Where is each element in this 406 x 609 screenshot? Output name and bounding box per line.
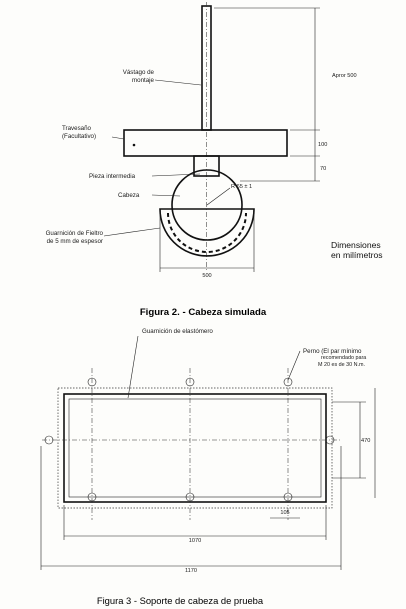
crossbar	[123, 129, 288, 157]
crossbar-dot	[132, 143, 136, 147]
felt-lining	[159, 208, 255, 257]
bolt-top-middle	[185, 377, 195, 387]
figure-3-soporte-cabeza: Guarnición de elastómero Perno (El par m…	[40, 328, 376, 606]
intermediate-piece	[193, 155, 220, 177]
dim-500: 500	[202, 273, 211, 279]
figure-2-caption: Figura 2. - Cabeza simulada	[140, 307, 267, 318]
bolt-bottom-right	[283, 492, 293, 502]
figure-3-caption: Figura 3 - Soporte de cabeza de prueba	[97, 595, 264, 606]
label-pieza-intermedia: Pieza intermedia	[89, 173, 136, 180]
bolt-bottom-left	[87, 492, 97, 502]
label-perno-3: M 20 es de 30 N.m.	[318, 362, 365, 368]
label-perno-1: Perno (El par mínimo	[303, 348, 362, 355]
bolt-top-right	[283, 377, 293, 387]
label-vastago-2: montaje	[132, 77, 155, 84]
felt-lining-inner	[167, 212, 247, 253]
bolt-bottom-middle	[185, 492, 195, 502]
note-dimensiones-1: Dimensiones	[331, 240, 381, 250]
leader-guarnicion	[103, 227, 161, 237]
label-cabeza: Cabeza	[118, 192, 140, 199]
bolt-top-left	[87, 377, 97, 387]
label-travesano-1: Travesaño	[62, 125, 92, 132]
dim-70: 70	[320, 166, 326, 172]
elastomer-outline	[68, 398, 322, 498]
label-guarnicion-1: Guarnición de Fieltro	[46, 230, 104, 237]
dim-apror-500: Apror 500	[332, 73, 357, 79]
support-plate	[63, 393, 327, 503]
label-perno-2: recomendado para	[321, 355, 366, 361]
bolt-middle-right	[325, 435, 335, 445]
leader-travesano	[111, 136, 125, 140]
plate-outline	[57, 387, 333, 509]
dim-1070: 1070	[189, 538, 201, 544]
head-circle	[171, 169, 243, 241]
leader-cabeza	[151, 194, 181, 197]
note-dimensiones-2: en milímetros	[331, 250, 383, 260]
leader-perno	[287, 350, 301, 381]
label-guarnicion-2: de 5 mm de espesor	[47, 238, 103, 245]
dim-100: 100	[318, 142, 327, 148]
bolt-middle-left	[44, 435, 54, 445]
label-vastago-1: Vástago de	[123, 69, 155, 76]
figure-2-cabeza-simulada: Vástago de montaje Travesaño (Facultativ…	[46, 2, 383, 318]
label-guarnicion-elastomero: Guarnición de elastómero	[142, 328, 213, 335]
leader-vastago	[154, 79, 202, 86]
radius-line	[206, 187, 231, 206]
dim-105: 105	[280, 510, 289, 516]
leader-elastomero	[127, 335, 139, 399]
dim-radius: R 65 ± 1	[231, 184, 252, 190]
label-travesano-2: (Facultativo)	[62, 133, 96, 140]
leader-pieza	[151, 173, 201, 177]
dim-470: 470	[361, 438, 370, 444]
dim-1170: 1170	[185, 568, 197, 574]
